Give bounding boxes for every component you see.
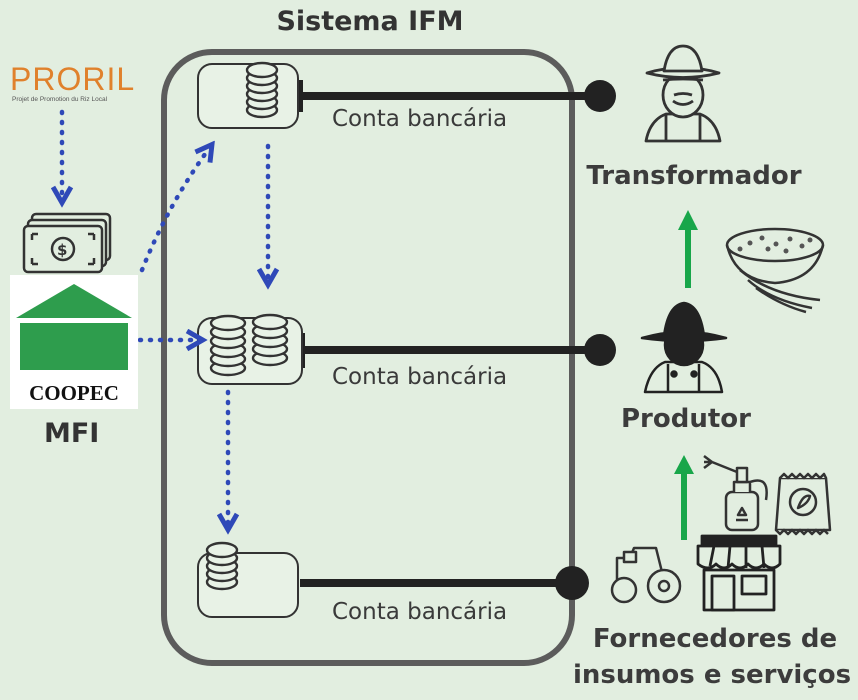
- account-box-1: [197, 61, 299, 129]
- connector-account-3: [300, 566, 589, 600]
- money-icon: $: [22, 212, 112, 274]
- suppliers-label-line-2: insumos e serviços: [572, 660, 852, 690]
- proril-logo-subtitle: Projet de Promotion du Riz Local: [12, 96, 108, 103]
- connector-account-1: [297, 80, 616, 112]
- connector-account-2: [299, 333, 616, 368]
- processor-label: Transformador: [586, 161, 802, 191]
- goods-arrow-producer-to-processor: [678, 210, 698, 288]
- ifm-system-boundary: [161, 49, 575, 666]
- account-box-3: [197, 541, 299, 618]
- goods-arrow-suppliers-to-producer: [674, 455, 694, 540]
- proril-logo: PRORIL Projet de Promotion du Riz Local: [10, 61, 135, 103]
- flow-arrow-mfi-to-account-1: [139, 150, 208, 273]
- account-label-3: Conta bancária: [332, 599, 508, 625]
- account-label-1: Conta bancária: [332, 106, 508, 132]
- account-box-2: [197, 313, 303, 385]
- processor-icon: [644, 44, 722, 143]
- account-label-2: Conta bancária: [332, 364, 508, 390]
- svg-text:$: $: [57, 241, 67, 259]
- coopec-logo: COOPEC: [10, 275, 138, 409]
- mfi-label: MFI: [44, 418, 100, 449]
- producer-label: Produtor: [621, 404, 751, 434]
- grain-bowl-icon: [725, 227, 825, 314]
- sprayer-icon: [703, 455, 768, 532]
- fertilizer-bag-icon: [774, 472, 832, 536]
- producer-icon: [640, 301, 728, 394]
- coopec-logo-text: COOPEC: [29, 381, 119, 405]
- tractor-icon: [610, 546, 682, 604]
- diagram-title: Sistema IFM: [276, 6, 464, 37]
- suppliers-label-line-1: Fornecedores de: [592, 624, 838, 654]
- shop-icon: [696, 534, 782, 612]
- proril-logo-text: PRORIL: [10, 61, 135, 97]
